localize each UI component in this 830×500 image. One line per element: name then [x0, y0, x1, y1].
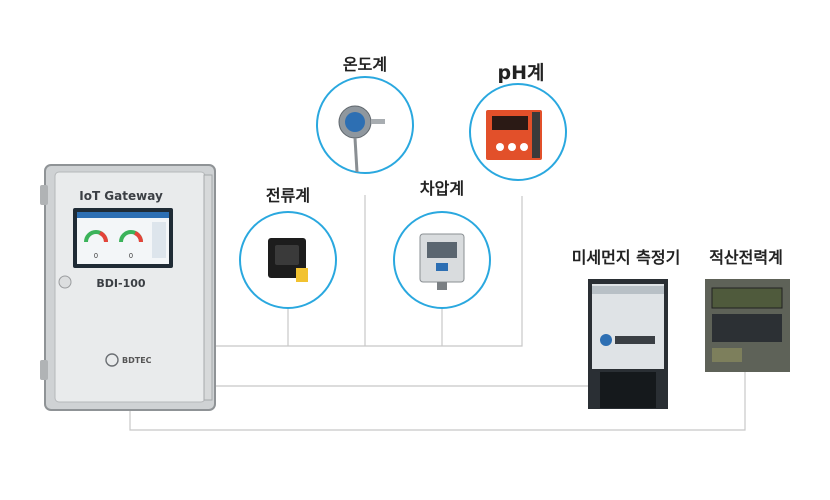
brand-logo-icon — [105, 353, 119, 367]
gauge-red-icon — [134, 231, 143, 243]
label-dust-meter: 미세먼지 측정기 — [572, 248, 681, 267]
connector-lines — [129, 195, 746, 431]
node-pressure-gauge — [393, 211, 491, 309]
node-current-meter — [239, 211, 337, 309]
hinge-top — [40, 185, 48, 205]
line-ph — [215, 196, 523, 347]
clamp-label-icon — [296, 268, 308, 282]
label-thermometer: 온도계 — [343, 55, 387, 74]
dust-meter-device — [588, 279, 668, 409]
power-meter-device — [705, 279, 790, 372]
screen-side-panel — [152, 222, 166, 258]
node-ph-meter — [469, 83, 567, 181]
gauge-value: 0 — [129, 253, 133, 260]
gauge-value: 0 — [94, 253, 98, 260]
label-pressure-gauge: 차압계 — [420, 179, 464, 198]
thermometer-probe-icon — [353, 137, 359, 173]
gateway-model: BDI-100 — [96, 277, 145, 290]
gateway-cabinet: 0 0 IoT Gateway BDI-100 BDTEC — [40, 164, 216, 411]
dust-sensor-icon — [600, 334, 612, 346]
brand-logo-text: BDTEC — [122, 356, 152, 365]
label-power-meter: 적산전력계 — [709, 248, 783, 267]
label-current-meter: 전류계 — [266, 186, 310, 205]
screen-header — [77, 212, 169, 218]
door-lock-icon — [58, 275, 72, 289]
line-power — [129, 372, 746, 431]
label-ph-meter: pH계 — [498, 62, 545, 84]
hinge-bottom — [40, 360, 48, 380]
gauge-red-icon — [99, 231, 108, 243]
gateway-title: IoT Gateway — [79, 189, 163, 203]
node-thermometer — [316, 76, 414, 174]
power-meter-display — [711, 287, 783, 309]
cabinet-latch-strip — [203, 174, 213, 401]
